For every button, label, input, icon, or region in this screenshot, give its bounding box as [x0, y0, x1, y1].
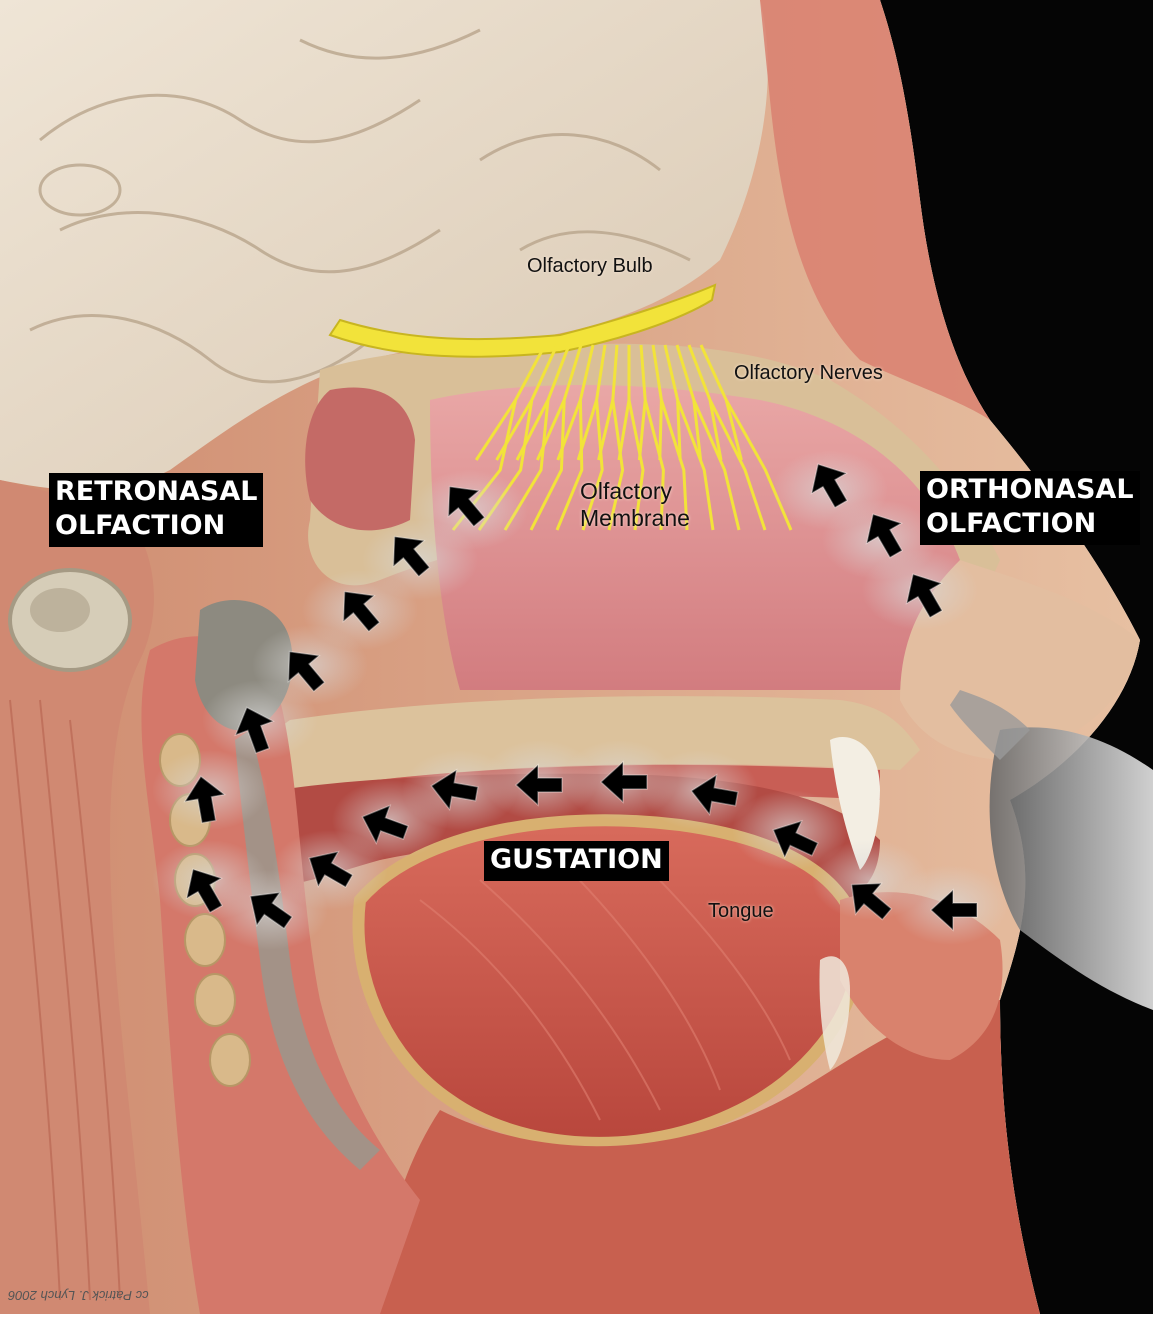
tongue-label: Tongue — [708, 899, 774, 923]
retronasal-olfaction-label: RETRONASAL OLFACTION — [49, 473, 263, 547]
orthonasal-label-line2: OLFACTION — [926, 507, 1134, 541]
retronasal-label-line1: RETRONASAL — [55, 475, 257, 509]
olfactory-membrane-label-line1: Olfactory — [580, 478, 690, 505]
gustation-label-text: GUSTATION — [490, 843, 663, 877]
sphenoid-sinus — [305, 387, 415, 530]
retronasal-label-line2: OLFACTION — [55, 509, 257, 543]
olfactory-membrane-label-line2: Membrane — [580, 505, 690, 532]
orthonasal-olfaction-label: ORTHONASAL OLFACTION — [920, 471, 1140, 545]
copyright-credit: cc Patrick J. Lynch 2006 — [8, 1288, 149, 1303]
olfactory-membrane-label: Olfactory Membrane — [580, 478, 690, 532]
orthonasal-label-line1: ORTHONASAL — [926, 473, 1134, 507]
olfactory-bulb-label: Olfactory Bulb — [527, 254, 653, 278]
olfactory-nerves-label: Olfactory Nerves — [734, 361, 883, 385]
gustation-label: GUSTATION — [484, 841, 669, 881]
